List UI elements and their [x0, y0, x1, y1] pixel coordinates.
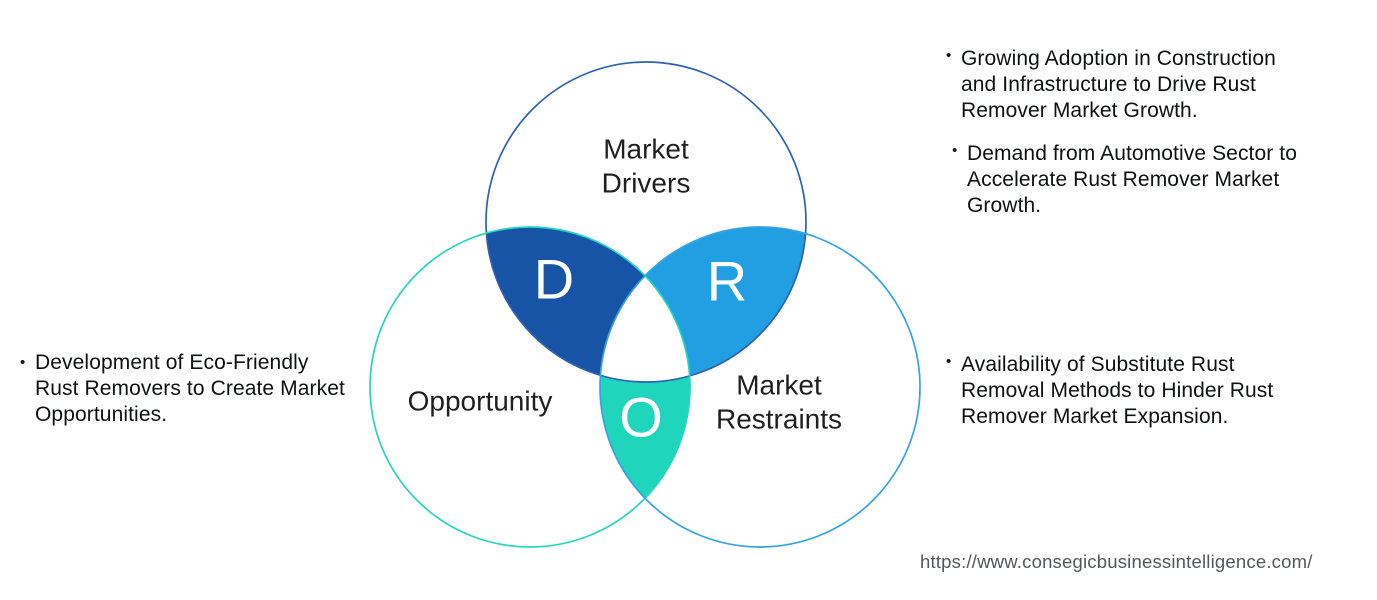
- restraints-bullet-1: • Availability of Substitute Rust Remova…: [946, 352, 1326, 430]
- drivers-bullet-1-text: Growing Adoption in Construction and Inf…: [961, 47, 1276, 122]
- drivers-label-line1: Market: [603, 134, 689, 165]
- letter-o: O: [619, 386, 663, 449]
- restraints-bullet-1-text: Availability of Substitute Rust Removal …: [961, 353, 1274, 428]
- drivers-bullet-1: • Growing Adoption in Construction and I…: [946, 46, 1326, 124]
- restraints-label-line2: Restraints: [716, 404, 842, 435]
- drivers-circle-outline: [485, 61, 807, 383]
- drivers-intersection-d: [486, 227, 690, 382]
- drivers-bullet-2: • Demand from Automotive Sector to Accel…: [952, 141, 1326, 219]
- opportunity-circle-outline: [369, 226, 691, 548]
- bullet-dot-icon: •: [20, 354, 26, 371]
- letter-r: R: [707, 250, 747, 313]
- bullet-dot-icon: •: [946, 47, 952, 64]
- source-url-link[interactable]: https://www.consegicbusinessintelligence…: [920, 551, 1313, 572]
- letter-d: D: [534, 248, 574, 311]
- restraints-bullet-list: • Availability of Substitute Rust Remova…: [946, 352, 1326, 430]
- opportunity-bullet-1: • Development of Eco-Friendly Rust Remov…: [20, 350, 370, 428]
- drivers-label-line2: Drivers: [602, 168, 691, 199]
- opportunity-bullet-list: • Development of Eco-Friendly Rust Remov…: [20, 350, 370, 428]
- drivers-bullet-list: • Growing Adoption in Construction and I…: [946, 46, 1326, 219]
- bullet-dot-icon: •: [952, 142, 958, 159]
- drivers-bullet-2-text: Demand from Automotive Sector to Acceler…: [967, 142, 1298, 217]
- opportunity-bullet-1-text: Development of Eco-Friendly Rust Remover…: [35, 351, 345, 426]
- bullet-dot-icon: •: [946, 353, 952, 370]
- opportunity-label: Opportunity: [408, 386, 553, 417]
- restraints-circle-outline: [599, 226, 921, 548]
- restraints-label-line1: Market: [736, 370, 822, 401]
- restraints-intersection-r: [600, 227, 806, 382]
